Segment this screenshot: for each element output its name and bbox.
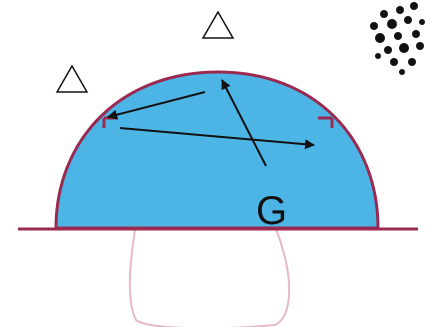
dome (54, 70, 380, 230)
dotted-cluster-icon (370, 2, 425, 75)
triangle-left-icon (55, 64, 89, 93)
label-g: G (256, 189, 287, 233)
stem-outline (128, 229, 291, 327)
arrow-left-to-right (119, 127, 315, 150)
arrow-g-to-top (221, 79, 267, 167)
triangle-top-icon (201, 10, 235, 39)
arrow-top-to-left (107, 91, 206, 120)
right-tick-marker (318, 116, 334, 128)
